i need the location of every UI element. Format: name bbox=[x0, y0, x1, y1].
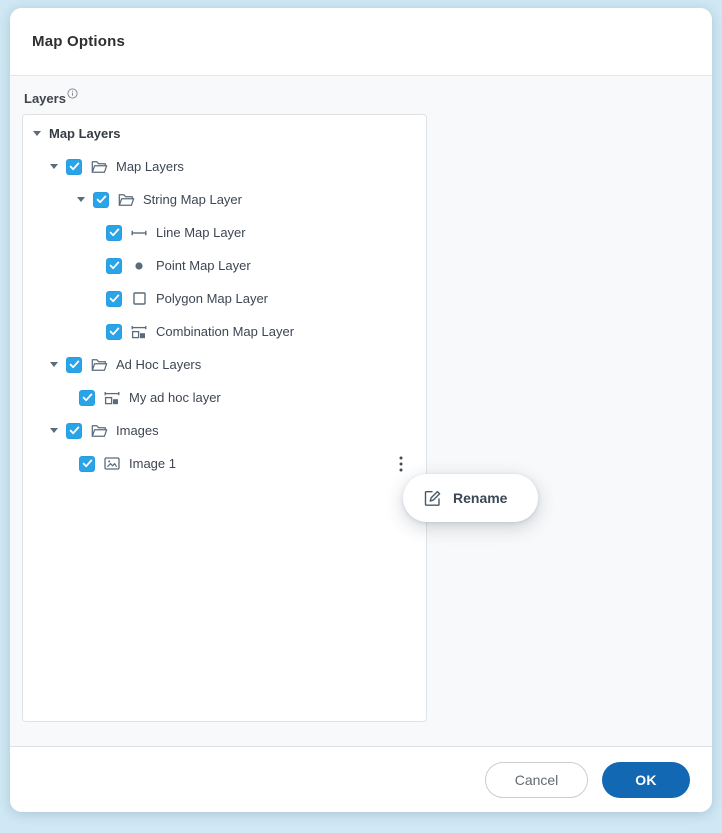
layer-checkbox[interactable] bbox=[79, 455, 95, 472]
tree-row[interactable]: My ad hoc layer bbox=[23, 381, 426, 414]
layer-checkbox[interactable] bbox=[106, 224, 122, 241]
context-menu-item-rename[interactable]: Rename bbox=[403, 474, 538, 522]
layer-checkbox[interactable] bbox=[106, 290, 122, 307]
ok-button[interactable]: OK bbox=[602, 761, 690, 798]
tree-row[interactable]: Polygon Map Layer bbox=[23, 282, 426, 315]
tree-row[interactable]: String Map Layer bbox=[23, 183, 426, 216]
layers-field-label: Layers bbox=[24, 88, 78, 107]
combination-icon bbox=[103, 391, 121, 405]
tree-row[interactable]: Ad Hoc Layers bbox=[23, 348, 426, 381]
caret-down-icon[interactable] bbox=[33, 131, 41, 136]
tree-item-label: Point Map Layer bbox=[156, 258, 251, 273]
point-icon bbox=[130, 261, 148, 271]
layer-checkbox[interactable] bbox=[66, 158, 82, 175]
kebab-menu-icon[interactable] bbox=[394, 455, 408, 473]
tree-row[interactable]: Map Layers bbox=[23, 150, 426, 183]
cancel-button[interactable]: Cancel bbox=[485, 761, 588, 798]
tree-item-label: Ad Hoc Layers bbox=[116, 357, 202, 372]
dialog-title: Map Options bbox=[32, 33, 126, 50]
tree-item-label: Polygon Map Layer bbox=[156, 291, 269, 306]
tree-row[interactable]: Line Map Layer bbox=[23, 216, 426, 249]
open-folder-icon bbox=[117, 193, 135, 207]
tree-item-label: String Map Layer bbox=[143, 192, 242, 207]
info-icon[interactable] bbox=[67, 88, 78, 99]
tree-row[interactable]: Point Map Layer bbox=[23, 249, 426, 282]
tree-row[interactable]: Image 1 bbox=[23, 447, 426, 480]
context-menu: Rename bbox=[403, 474, 538, 522]
edit-icon bbox=[423, 489, 442, 508]
layer-checkbox[interactable] bbox=[66, 356, 82, 373]
caret-down-icon[interactable] bbox=[50, 428, 58, 433]
layer-checkbox[interactable] bbox=[106, 323, 122, 340]
layer-checkbox[interactable] bbox=[66, 422, 82, 439]
open-folder-icon bbox=[90, 160, 108, 174]
tree-row[interactable]: Map Layers bbox=[23, 117, 426, 150]
dialog-header: Map Options bbox=[10, 8, 712, 76]
layer-checkbox[interactable] bbox=[93, 191, 109, 208]
open-folder-icon bbox=[90, 424, 108, 438]
context-menu-item-label: Rename bbox=[453, 490, 508, 506]
caret-down-icon[interactable] bbox=[77, 197, 85, 202]
polygon-icon bbox=[130, 292, 148, 305]
open-folder-icon bbox=[90, 358, 108, 372]
tree-item-label: Image 1 bbox=[129, 456, 176, 471]
tree-item-label: Combination Map Layer bbox=[156, 324, 295, 339]
tree-item-label: Line Map Layer bbox=[156, 225, 246, 240]
tree-item-label: Map Layers bbox=[116, 159, 184, 174]
layer-checkbox[interactable] bbox=[106, 257, 122, 274]
image-icon bbox=[103, 457, 121, 470]
caret-down-icon[interactable] bbox=[50, 362, 58, 367]
dialog-footer: Cancel OK bbox=[10, 746, 712, 812]
combination-icon bbox=[130, 325, 148, 339]
layers-label: Layers bbox=[24, 91, 66, 106]
tree-item-label: My ad hoc layer bbox=[129, 390, 221, 405]
line-icon bbox=[130, 229, 148, 237]
layer-checkbox[interactable] bbox=[79, 389, 95, 406]
caret-down-icon[interactable] bbox=[50, 164, 58, 169]
tree-item-label: Map Layers bbox=[49, 126, 121, 141]
tree-row[interactable]: Images bbox=[23, 414, 426, 447]
tree-row[interactable]: Combination Map Layer bbox=[23, 315, 426, 348]
tree-item-label: Images bbox=[116, 423, 159, 438]
